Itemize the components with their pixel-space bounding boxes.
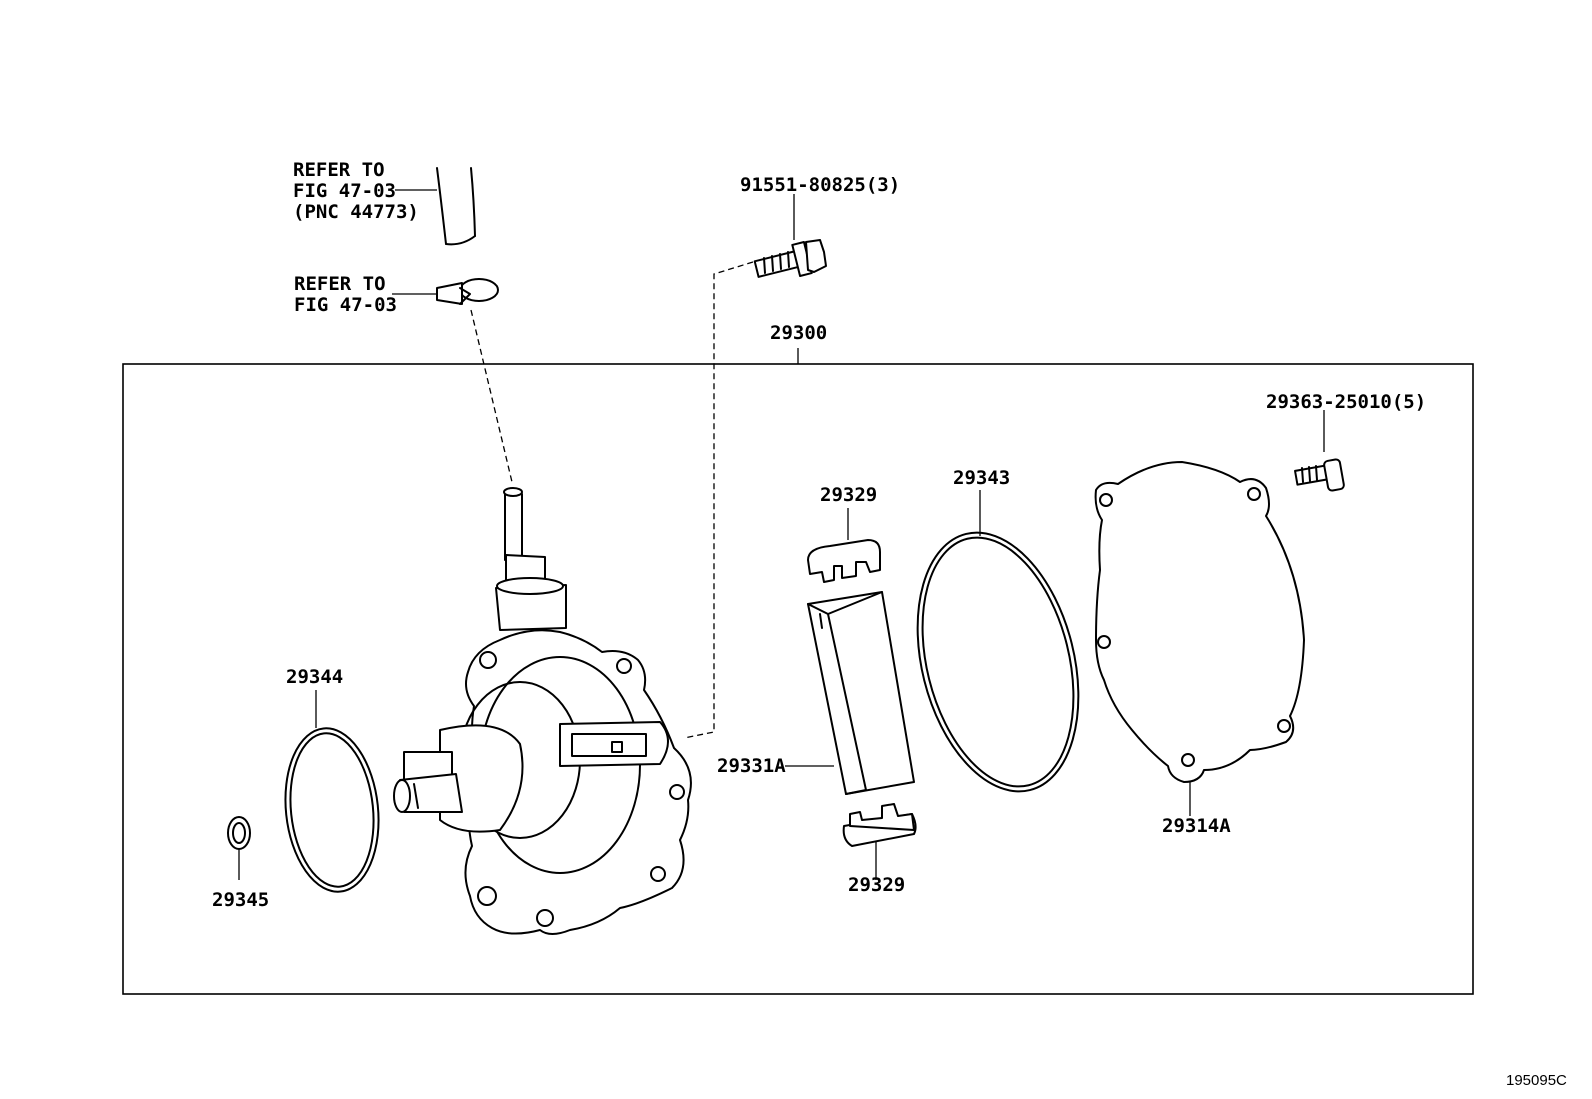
- part-number-gasket-large: 29343: [953, 467, 1011, 489]
- gasket-large-part: [916, 531, 1080, 793]
- hose-reference-line-2: FIG 47-03: [293, 180, 396, 202]
- clamp-reference-line-2: FIG 47-03: [294, 294, 397, 316]
- cap-upper-part: [807, 539, 881, 583]
- part-number-cap-upper: 29329: [820, 484, 878, 506]
- hose-reference-line-1: REFER TO: [293, 159, 385, 181]
- diagram-id: 195095C: [1506, 1072, 1567, 1089]
- screw-part: [1294, 458, 1345, 492]
- clamp-reference-line-1: REFER TO: [294, 273, 386, 295]
- vacuum-pump-part: [393, 487, 692, 935]
- part-number-cover: 29314A: [1162, 815, 1231, 837]
- vane-part: [807, 591, 915, 795]
- cover-part: [1094, 461, 1305, 783]
- part-number-flange-bolt: 91551-80825(3): [740, 174, 901, 196]
- dashed-guide-lines: [470, 261, 754, 739]
- hose-clamp-part: [436, 278, 499, 305]
- part-number-o-ring-small: 29345: [212, 889, 270, 911]
- part-number-assembly: 29300: [770, 322, 828, 344]
- hose-reference-line-3: (PNC 44773): [293, 201, 419, 223]
- o-ring-small-part: [227, 816, 251, 850]
- part-number-o-ring-large: 29344: [286, 666, 344, 688]
- o-ring-large-part: [284, 727, 380, 893]
- cap-lower-part: [842, 803, 917, 847]
- flange-bolt-part: [753, 239, 827, 278]
- part-number-vane: 29331A: [717, 755, 786, 777]
- hose-part: [436, 167, 476, 246]
- part-number-screw: 29363-25010(5): [1266, 391, 1427, 413]
- part-number-cap-lower: 29329: [848, 874, 906, 896]
